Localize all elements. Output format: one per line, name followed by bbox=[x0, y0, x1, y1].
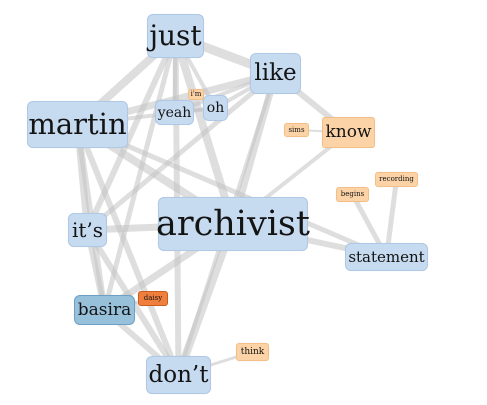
node-basira[interactable]: basira bbox=[74, 295, 135, 325]
node-label-basira: basira bbox=[77, 299, 132, 320]
node-dont[interactable]: don’t bbox=[146, 356, 211, 394]
node-label-recording: recording bbox=[379, 175, 414, 183]
node-think[interactable]: think bbox=[236, 343, 269, 361]
node-im[interactable]: i'm bbox=[188, 89, 204, 100]
node-label-think: think bbox=[240, 346, 265, 357]
node-its[interactable]: it’s bbox=[68, 213, 107, 247]
node-statement[interactable]: statement bbox=[345, 243, 428, 271]
node-label-im: i'm bbox=[190, 90, 202, 98]
node-label-its: it’s bbox=[71, 218, 104, 242]
node-martin[interactable]: martin bbox=[27, 101, 128, 148]
node-label-like: like bbox=[254, 60, 297, 86]
edge-like-its bbox=[85, 71, 278, 233]
node-like[interactable]: like bbox=[250, 53, 301, 94]
node-oh[interactable]: oh bbox=[203, 95, 228, 121]
node-label-dont: don’t bbox=[148, 361, 209, 388]
node-sims[interactable]: sims bbox=[284, 123, 309, 137]
node-daisy[interactable]: daisy bbox=[138, 291, 168, 306]
node-label-martin: martin bbox=[28, 107, 127, 141]
node-label-sims: sims bbox=[288, 125, 305, 134]
node-label-know: know bbox=[325, 122, 372, 142]
node-begins[interactable]: begins bbox=[336, 187, 369, 202]
node-archivist[interactable]: archivist bbox=[156, 197, 310, 251]
node-label-archivist: archivist bbox=[156, 203, 310, 244]
node-yeah[interactable]: yeah bbox=[155, 100, 194, 125]
edge-just-basira bbox=[102, 33, 178, 313]
node-label-begins: begins bbox=[340, 190, 365, 198]
node-label-oh: oh bbox=[206, 100, 225, 116]
edge-martin-statement bbox=[75, 122, 389, 260]
node-just[interactable]: just bbox=[147, 14, 204, 58]
node-label-just: just bbox=[149, 19, 202, 52]
node-label-daisy: daisy bbox=[143, 294, 163, 302]
node-know[interactable]: know bbox=[322, 117, 375, 148]
edge-martin-dont bbox=[74, 121, 182, 378]
node-label-statement: statement bbox=[348, 247, 425, 266]
edge-just-its bbox=[84, 33, 179, 233]
node-recording[interactable]: recording bbox=[375, 172, 418, 187]
node-label-yeah: yeah bbox=[157, 104, 192, 121]
